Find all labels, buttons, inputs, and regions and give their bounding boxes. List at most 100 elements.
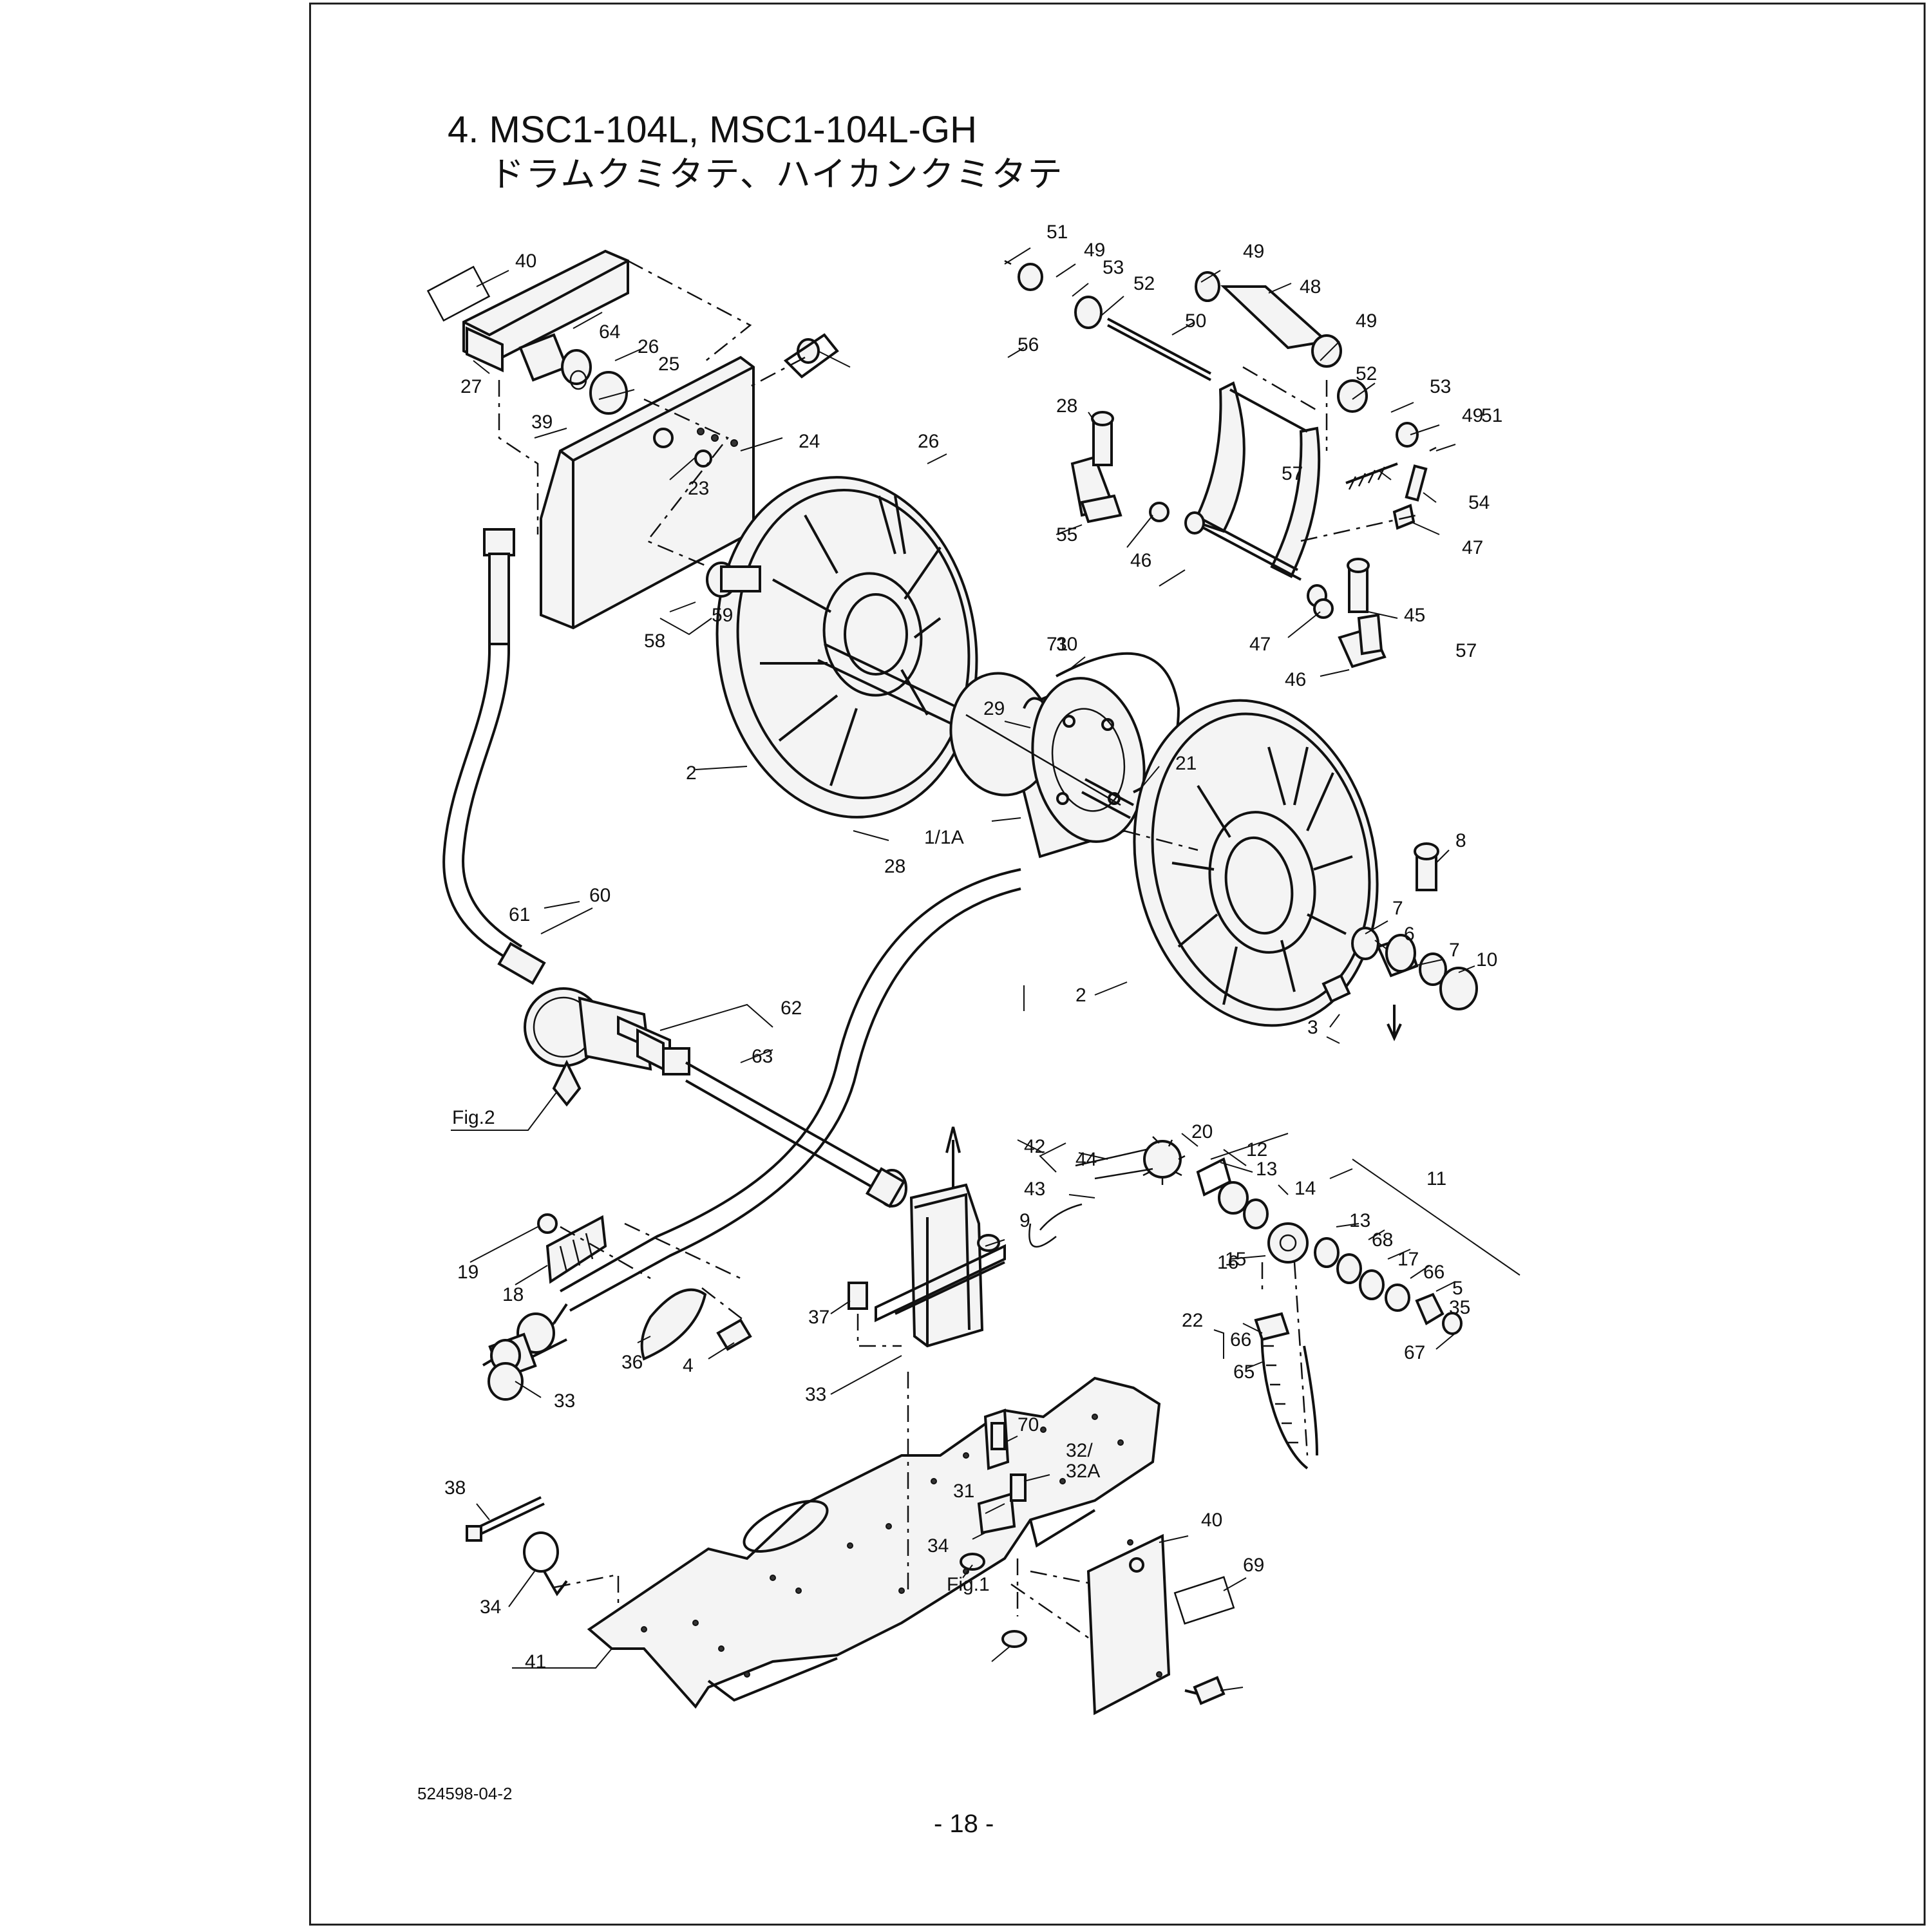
brackets-46-57: [1070, 411, 1387, 668]
drum-flange-right: [1123, 699, 1379, 1027]
top-cover-23: [540, 355, 755, 630]
base-plate: [587, 1372, 1161, 1709]
part-label: 7: [1392, 898, 1403, 919]
part-label: 53: [1103, 257, 1124, 278]
part-label: 66: [1230, 1329, 1251, 1350]
part-label: 6: [1404, 923, 1415, 945]
part-label: 49: [1356, 310, 1377, 332]
part-label: 41: [525, 1651, 546, 1672]
part-label: 64: [599, 321, 620, 343]
part-label: 33: [805, 1384, 826, 1405]
part-label: 59: [712, 605, 733, 626]
part-label: 25: [658, 354, 679, 375]
part-label: 34: [480, 1596, 501, 1618]
part-label: Fig.1: [947, 1574, 990, 1595]
part-label: 9: [1019, 1210, 1030, 1231]
part-label: 26: [638, 336, 659, 357]
part-label: 2: [1075, 985, 1086, 1006]
part-label: 65: [1233, 1361, 1255, 1383]
part-label: 48: [1300, 276, 1321, 298]
part-label: 44: [1075, 1149, 1097, 1170]
bearing-parts: [1321, 842, 1478, 1041]
part-label: 70: [1018, 1414, 1039, 1435]
part-label: 68: [1372, 1229, 1393, 1251]
part-label: 69: [1243, 1555, 1264, 1576]
document-number: 524598-04-2: [417, 1784, 513, 1803]
part-label: 13: [1256, 1159, 1277, 1180]
part-label: 10: [1476, 949, 1497, 971]
part-label: 8: [1455, 830, 1466, 851]
part-label: 28: [884, 856, 905, 877]
part-label: 32A: [1066, 1461, 1100, 1482]
hose-61: [442, 380, 539, 961]
part-label: 42: [1024, 1136, 1045, 1157]
part-label: 5: [1452, 1278, 1463, 1299]
part-label: 46: [1130, 550, 1151, 571]
drum-flange-left: [706, 476, 978, 819]
part-label: 11: [1426, 1168, 1446, 1189]
part-label: 19: [457, 1262, 478, 1283]
drum-1-1a: [949, 652, 1180, 858]
part-label: 31: [953, 1481, 974, 1502]
part-label: 27: [460, 376, 482, 397]
stand-4: [848, 1126, 1006, 1348]
part-label: 63: [752, 1046, 773, 1067]
page-frame: [309, 3, 1926, 1926]
pipe-63: [662, 1047, 907, 1208]
part-label: 24: [799, 431, 820, 452]
part-label: 40: [515, 251, 536, 272]
part-label: 28: [1056, 395, 1077, 417]
part-label: 66: [1423, 1262, 1444, 1283]
part-label: 18: [502, 1284, 524, 1305]
part-label: 50: [1185, 310, 1206, 332]
cable-ties: [466, 1496, 620, 1604]
part-label: 58: [644, 630, 665, 652]
part-label: 51: [1046, 222, 1068, 243]
part-label: 22: [1182, 1310, 1203, 1331]
side-cover-38: [1086, 1533, 1235, 1716]
part-label: 56: [1018, 334, 1039, 355]
part-label: 37: [808, 1307, 829, 1328]
part-label: 39: [531, 412, 553, 433]
part-label: 30: [1056, 634, 1077, 655]
part-label: 54: [1468, 492, 1490, 513]
part-label: 29: [983, 698, 1005, 719]
elbow-fitting-64: [518, 333, 839, 415]
part-label: 62: [781, 998, 802, 1019]
bracket-39: [426, 249, 629, 373]
part-label: 52: [1133, 273, 1155, 294]
part-label: 55: [1056, 524, 1077, 545]
part-label: 43: [1024, 1179, 1045, 1200]
part-label: 51: [1481, 405, 1502, 426]
part-label: 33: [554, 1390, 575, 1412]
part-label: 61: [509, 904, 530, 925]
part-label: 12: [1246, 1139, 1267, 1160]
part-label: 49: [1084, 240, 1105, 261]
part-label: 36: [621, 1352, 643, 1373]
part-label: 16: [1217, 1252, 1238, 1273]
arm-assembly-45: [1004, 260, 1437, 607]
part-label: 49: [1462, 405, 1483, 426]
part-label: 14: [1294, 1178, 1316, 1199]
part-label: 53: [1430, 376, 1451, 397]
part-label: 49: [1243, 241, 1264, 262]
hose-guard-parts: [488, 1213, 752, 1401]
part-label: 3: [1307, 1017, 1318, 1038]
part-label: 38: [444, 1477, 466, 1499]
part-label: 35: [1449, 1297, 1470, 1318]
diagram-subtitle: ドラムクミタテ、ハイカンクミタテ: [489, 155, 1064, 194]
leader-lines: [451, 247, 1520, 1691]
gauge-valve-assembly: [497, 942, 671, 1107]
sprocket-chain: [1028, 1136, 1463, 1470]
part-label: 40: [1201, 1510, 1222, 1531]
part-label: 17: [1397, 1249, 1419, 1270]
part-label: 15: [1225, 1249, 1246, 1270]
part-label: 13: [1349, 1210, 1370, 1231]
part-label: 45: [1404, 605, 1425, 626]
part-label: 52: [1356, 363, 1377, 384]
diagram-title: 4. MSC1-104L, MSC1-104L-GH: [448, 109, 977, 151]
part-label: 60: [589, 885, 611, 906]
part-label: 1/1A: [924, 827, 964, 848]
